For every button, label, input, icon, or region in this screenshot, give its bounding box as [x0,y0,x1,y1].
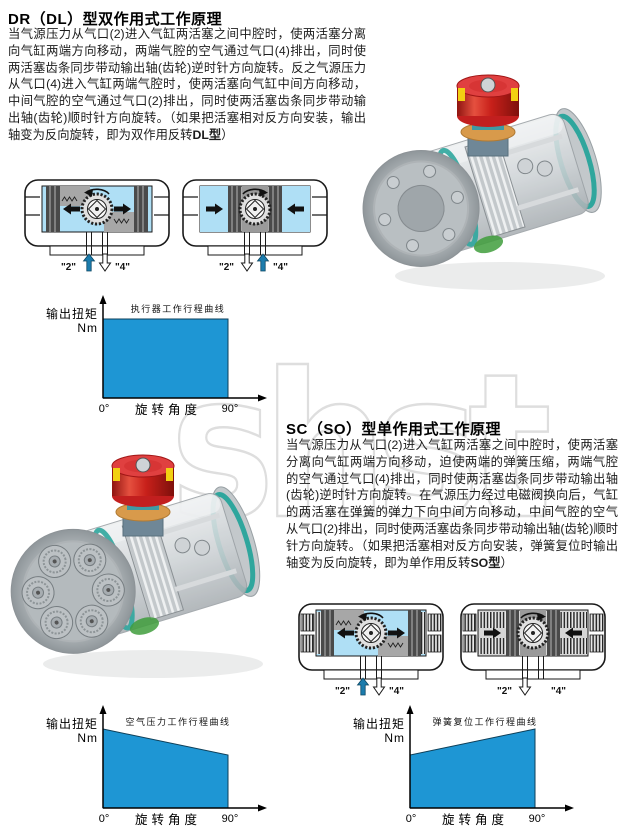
body-text-tail: ） [500,555,513,570]
torque-curve-area [102,318,229,399]
y-axis-label: 输出扭矩 [46,306,98,321]
yellow-mark [458,88,465,101]
piston-motion-arrow-left [206,203,223,215]
y-axis-unit: Nm [77,731,98,745]
cross-section-dr-open: "2" "4" [24,179,170,273]
cross-section-sc-air-stroke: "2" "4" [298,603,444,697]
y-axis-label: 输出扭矩 [353,716,405,731]
port-4-air-out-arrow [98,253,112,272]
curve-title: 弹簧复位工作行程曲线 [432,716,537,727]
curve-title: 执行器工作行程曲线 [131,303,226,314]
yellow-mark [511,88,518,101]
port-2-label: "2" [61,262,76,273]
piston-motion-arrow-left [337,627,354,639]
spring-cartridge-end-cap [10,528,136,654]
port-4-label: "4" [389,686,404,697]
port-2-air-out-arrow [518,677,532,696]
port-2-air-out-arrow [240,253,254,272]
pistons [46,186,148,232]
curve-title: 空气压力工作行程曲线 [125,716,230,727]
pinion-gear [238,192,272,226]
port-2-label: "2" [335,686,350,697]
piston-motion-arrow-left [484,627,501,639]
piston-motion-arrow-right [565,627,582,639]
pinion-gear [516,616,550,650]
x-axis-label: 旋转角度 [135,402,201,417]
body-text: 当气源压力从气口(2)进入气缸两活塞之间中腔时，使两活塞分离向气缸两端方向移动，… [286,438,618,570]
torque-chart-spring-return: 输出扭矩 Nm 弹簧复位工作行程曲线 0° 90° 旋转角度 [353,705,574,827]
cross-section-dr-close: "2" "4" [182,179,328,273]
x-axis-label: 旋转角度 [442,812,508,827]
body-text-double-acting: 当气源压力从气口(2)进入气缸两活塞之间中腔时，使两活塞分离向气缸两端方向移动，… [8,26,366,144]
torque-chart-double-acting: 输出扭矩 Nm 执行器工作行程曲线 0° 90° 旋转角度 [46,295,267,417]
piston-motion-arrow-right [287,203,304,215]
x-tick-0: 0° [406,813,417,825]
spring-cartridges [21,543,125,640]
torque-curve-area [102,728,229,809]
body-text-tail: ） [221,127,234,142]
port-4-label: "4" [115,262,130,273]
y-axis-label: 输出扭矩 [46,716,98,731]
port-2-label: "2" [497,686,512,697]
port-2-label: "2" [219,262,234,273]
x-axis-label: 旋转角度 [135,812,201,827]
piston-motion-arrow-right [388,627,405,639]
pistons [228,186,282,232]
body-text: 当气源压力从气口(2)进入气缸两活塞之间中腔时，使两活塞分离向气缸两端方向移动，… [8,27,366,142]
front-end-cap [362,149,480,267]
y-axis-unit: Nm [77,321,98,335]
port-2-air-in-arrow [82,253,96,272]
y-axis-unit: Nm [384,731,405,745]
torque-curve-area [409,728,536,809]
port-2-air-in-arrow [356,677,370,696]
yellow-mark [113,468,120,481]
port-4-air-in-arrow [256,253,270,272]
actuator-3d-double-acting [362,74,605,290]
piston-motion-arrow-right [114,203,131,215]
pinion-gear [80,192,114,226]
port-4-label: "4" [551,686,566,697]
pinion-gear [354,616,388,650]
port-4-label: "4" [273,262,288,273]
x-tick-90: 90° [529,813,546,825]
yellow-mark [166,468,173,481]
model-code-DL: DL型 [192,127,222,142]
model-code-SO: SO型 [470,555,501,570]
port-4-air-out-arrow [372,677,386,696]
section-title-single-acting: SC（SO）型单作用式工作原理 [286,421,502,438]
piston-motion-arrow-left [63,203,80,215]
position-indicator-cap [456,74,520,157]
body-text-single-acting: 当气源压力从气口(2)进入气缸两活塞之间中腔时，使两活塞分离向气缸两端方向移动，… [286,437,618,571]
cross-section-sc-spring-return: "2" "4" [460,603,606,697]
x-tick-90: 90° [222,403,239,415]
section-title-double-acting: DR（DL）型双作用式工作原理 [8,11,223,28]
x-tick-0: 0° [99,813,110,825]
pistons [321,610,421,656]
torque-chart-air-stroke: 输出扭矩 Nm 空气压力工作行程曲线 0° 90° 旋转角度 [46,705,267,827]
x-tick-0: 0° [99,403,110,415]
x-tick-90: 90° [222,813,239,825]
actuator-3d-single-acting [10,454,263,678]
position-indicator-cap [111,454,175,537]
pistons [506,610,560,656]
